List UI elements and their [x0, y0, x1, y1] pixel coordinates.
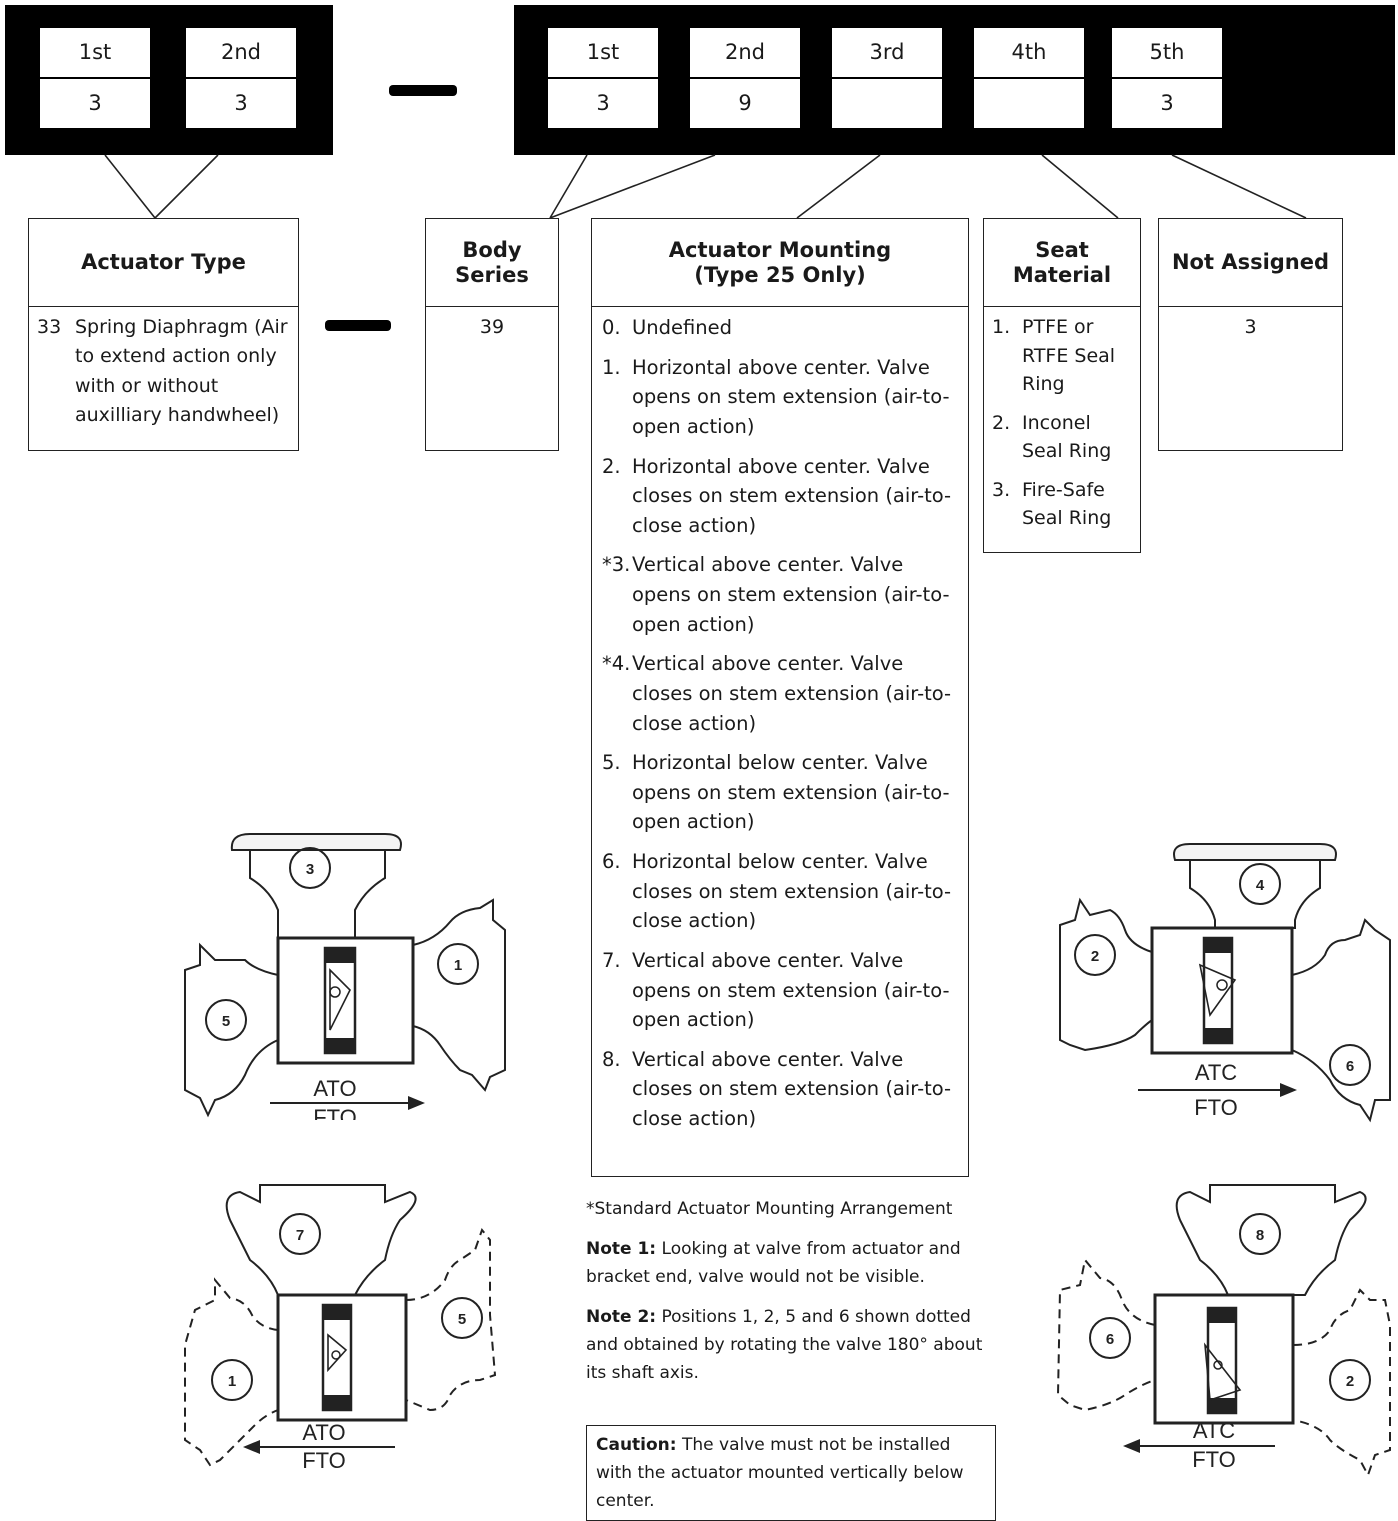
seat-option: 2.Inconel Seal Ring [992, 411, 1112, 463]
seat-option: 1.PTFE or RTFE Seal Ring [992, 316, 1116, 395]
seat-option: 3.Fire-Safe Seal Ring [992, 478, 1112, 530]
svg-text:3: 3 [306, 861, 314, 878]
actuator-mounting-options: 0.Undefined 1.Horizontal above center. V… [592, 307, 968, 1150]
body-series-title: Body Series [426, 219, 558, 307]
not-assigned-value: 3 [1244, 316, 1257, 338]
actuator-mounting-title-line2: (Type 25 Only) [694, 262, 866, 287]
actuator-mounting-box: Actuator Mounting (Type 25 Only) 0.Undef… [591, 218, 969, 1177]
valve-figure-top-left: 3 1 5 ATO FTO [184, 833, 506, 1120]
code-position: 1st [40, 28, 150, 79]
code-position: 1st [548, 28, 658, 79]
svg-text:ATC: ATC [1195, 1060, 1237, 1085]
code-position: 3rd [832, 28, 942, 79]
code-position: 2nd [186, 28, 296, 79]
mounting-option: 8.Vertical above center. Valve closes on… [602, 1047, 952, 1130]
valve-figure-bottom-right: 8 6 2 ATC FTO [1056, 1184, 1391, 1478]
body-series-box: Body Series 39 [425, 218, 559, 451]
actuator-type-box: Actuator Type 33 Spring Diaphragm (Air t… [28, 218, 299, 451]
code-value [832, 79, 942, 128]
seat-material-box: Seat Material 1.PTFE or RTFE Seal Ring 2… [983, 218, 1141, 553]
code-value: 3 [234, 91, 248, 115]
mounting-option: 7.Vertical above center. Valve opens on … [602, 948, 950, 1032]
code-cell-right-4: 4th [974, 28, 1084, 128]
code-position: 5th [1112, 28, 1222, 79]
code-value: 3 [88, 91, 102, 115]
valve-figure-bottom-left: 7 5 1 ATO FTO [184, 1184, 497, 1473]
code-cell-right-3: 3rd [832, 28, 942, 128]
note-2: Note 2: Positions 1, 2, 5 and 6 shown do… [586, 1307, 983, 1384]
code-cell-right-2: 2nd 9 [690, 28, 800, 128]
actuator-type-title: Actuator Type [29, 219, 298, 307]
seat-material-options: 1.PTFE or RTFE Seal Ring 2.Inconel Seal … [984, 307, 1140, 549]
code-cell-right-1: 1st 3 [548, 28, 658, 128]
svg-text:ATC: ATC [1193, 1418, 1235, 1443]
caution-box: Caution: The valve must not be installed… [586, 1425, 996, 1521]
code-value: 3 [1160, 91, 1174, 115]
actuator-type-desc: Spring Diaphragm (Air to extend action o… [75, 316, 288, 427]
mounting-option: 1.Horizontal above center. Valve opens o… [602, 355, 950, 438]
code-value: 3 [596, 91, 610, 115]
svg-text:ATO: ATO [302, 1420, 345, 1445]
mounting-option: 6.Horizontal below center. Valve closes … [602, 850, 952, 933]
svg-text:5: 5 [222, 1013, 230, 1030]
svg-text:8: 8 [1256, 1227, 1264, 1244]
seat-material-title-line2: Material [1012, 262, 1112, 287]
body-series-value: 39 [479, 316, 505, 338]
standard-note: *Standard Actuator Mounting Arrangement [586, 1199, 953, 1219]
seat-material-title-line1: Seat [1035, 238, 1089, 263]
actuator-type-body: 33 Spring Diaphragm (Air to extend actio… [29, 307, 298, 447]
code-cell-left-1: 1st 3 [40, 28, 150, 128]
code-cell-right-5: 5th 3 [1112, 28, 1222, 128]
actuator-mounting-title: Actuator Mounting (Type 25 Only) [592, 219, 968, 307]
svg-text:1: 1 [454, 957, 462, 974]
svg-text:FTO: FTO [1192, 1447, 1236, 1472]
code-value [974, 79, 1084, 128]
svg-text:7: 7 [296, 1227, 304, 1244]
svg-text:ATO: ATO [313, 1076, 356, 1101]
code-cell-left-2: 2nd 3 [186, 28, 296, 128]
code-value: 9 [738, 91, 752, 115]
svg-text:2: 2 [1346, 1373, 1354, 1390]
actuator-mounting-title-line1: Actuator Mounting [668, 238, 892, 263]
body-series-title-line2: Series [455, 262, 529, 287]
svg-text:4: 4 [1256, 877, 1265, 894]
mounting-option: 5.Horizontal below center. Valve opens o… [602, 751, 950, 834]
not-assigned-box: Not Assigned 3 [1158, 218, 1343, 451]
separator-dash-mid [325, 320, 391, 331]
svg-text:1: 1 [228, 1373, 236, 1390]
seat-material-title: Seat Material [984, 219, 1140, 307]
valve-figure-top-right: 4 2 6 ATC FTO [1059, 843, 1391, 1123]
not-assigned-title: Not Assigned [1159, 219, 1342, 307]
mounting-option: *3.Vertical above center. Valve opens on… [602, 553, 950, 636]
code-bar-right [514, 5, 1395, 155]
note-1: Note 1: Looking at valve from actuator a… [586, 1239, 961, 1288]
svg-text:6: 6 [1106, 1331, 1114, 1348]
svg-text:FTO: FTO [313, 1105, 357, 1120]
separator-dash-top [389, 85, 457, 96]
body-series-title-line1: Body [462, 238, 522, 263]
svg-text:FTO: FTO [1194, 1095, 1238, 1120]
mounting-option: 0.Undefined [602, 316, 733, 339]
notes: *Standard Actuator Mounting Arrangement … [586, 1195, 1001, 1399]
actuator-type-code: 33 [37, 316, 62, 338]
mounting-option: *4.Vertical above center. Valve closes o… [602, 652, 952, 735]
svg-text:6: 6 [1346, 1058, 1354, 1075]
code-position: 4th [974, 28, 1084, 79]
svg-text:2: 2 [1091, 948, 1099, 965]
svg-text:FTO: FTO [302, 1448, 346, 1473]
mounting-option: 2.Horizontal above center. Valve closes … [602, 454, 952, 537]
svg-text:5: 5 [458, 1311, 466, 1328]
code-position: 2nd [690, 28, 800, 79]
